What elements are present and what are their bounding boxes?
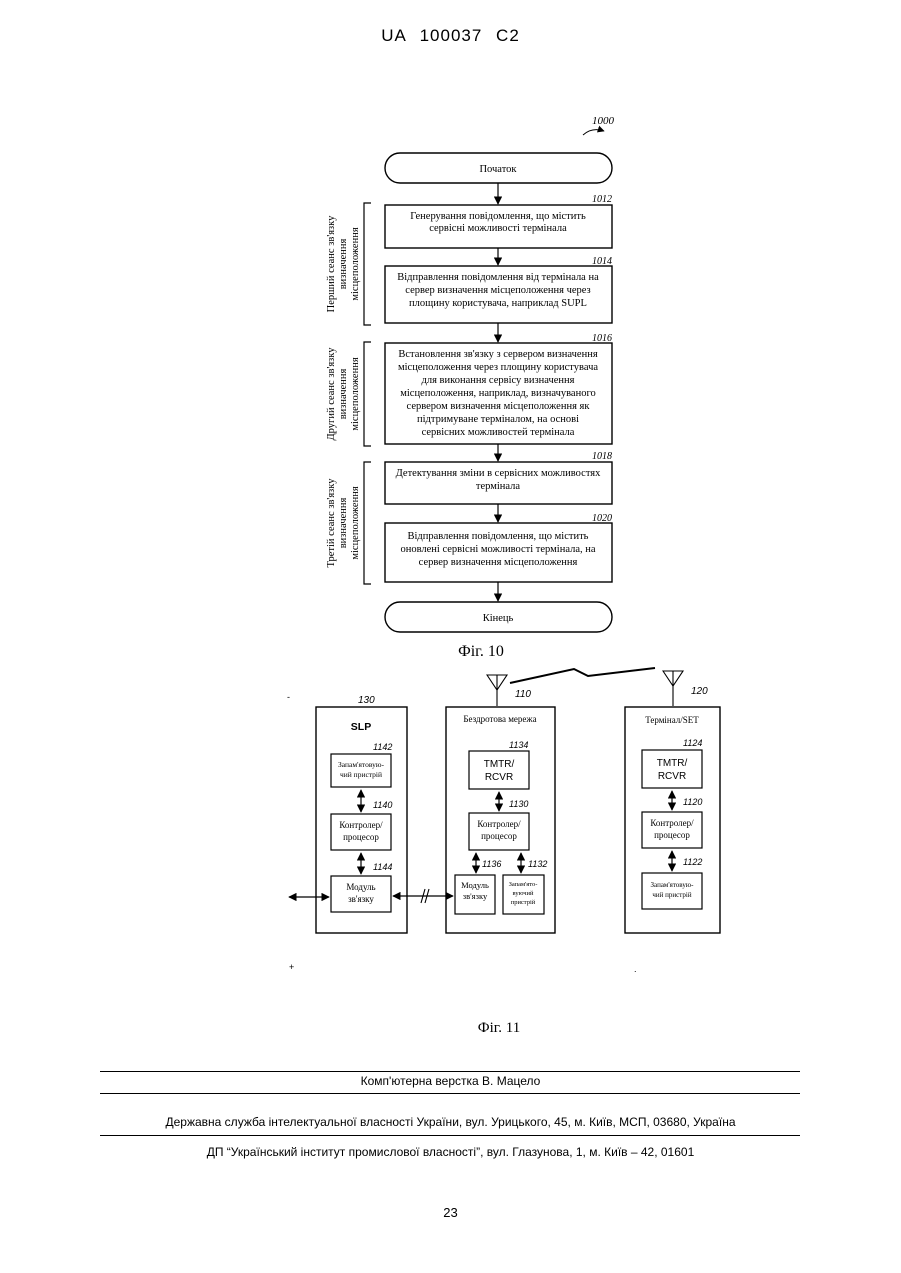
slp-controller-line-1: Контролер/ <box>339 820 383 830</box>
step-1014-line-2: сервер визначення місцеположення через <box>405 285 590 296</box>
network-memory-ref: 1132 <box>528 859 547 869</box>
figure-10: 1000 Початок 1012 Генерування повідомлен… <box>326 115 615 660</box>
terminal-memory-ref: 1122 <box>683 857 702 867</box>
footer-divider <box>100 1093 800 1094</box>
slp-comm-line-2: зв'язку <box>348 894 374 904</box>
step-1014-line-3: площину користувача, наприклад SUPL <box>409 298 587 309</box>
slp-memory-line-2: чий пристрій <box>340 770 382 779</box>
slp-comm-ref: 1144 <box>373 862 392 872</box>
network-memory-line-3: пристрій <box>511 899 536 906</box>
network-controller-line-1: Контролер/ <box>477 819 521 829</box>
fig10-ref-arrow <box>583 130 604 135</box>
terminal-tmtr-ref: 1124 <box>683 738 702 748</box>
terminal-controller-line-1: Контролер/ <box>650 818 694 828</box>
svg-text:визначення: визначення <box>338 369 349 420</box>
network-controller-ref: 1130 <box>509 799 528 809</box>
scan-mark: + <box>289 962 294 972</box>
svg-text:місцеположення: місцеположення <box>350 486 361 559</box>
terminal-title: Термінал/SET <box>645 715 699 725</box>
terminal-tmtr-line-1: TMTR/ <box>657 758 688 769</box>
session-1-label: Перший сеанс зв'язку визначення місцепол… <box>326 215 361 313</box>
scan-mark: - <box>287 692 290 702</box>
footer-divider <box>100 1135 800 1136</box>
step-1018-line-2: термінала <box>476 481 521 492</box>
step-1012-line-1: Генерування повідомлення, що містить <box>410 211 586 222</box>
terminal-memory-line-2: чий пристрій <box>652 891 691 899</box>
step-1020-line-3: сервер визначення місцеположення <box>419 557 578 568</box>
step-1016-line-6: підтримуване терміналом, на основі <box>417 414 579 425</box>
terminal-tmtr-box <box>642 750 702 788</box>
slp-title: SLP <box>351 721 371 733</box>
step-1016-line-7: сервісних можливостей термінала <box>422 427 575 438</box>
svg-text:Другий сеанс зв'язку: Другий сеанс зв'язку <box>326 347 337 441</box>
svg-text:визначення: визначення <box>338 498 349 549</box>
network-controller-line-2: процесор <box>481 831 517 841</box>
network-memory-line-2: вуючий <box>513 890 534 897</box>
slp-controller-line-2: процесор <box>343 832 379 842</box>
terminal-controller-ref: 1120 <box>683 797 702 807</box>
network-antenna-icon <box>487 675 507 706</box>
session-3-bracket <box>364 462 371 584</box>
session-2-bracket <box>364 342 371 446</box>
footer-agency: Державна служба інтелектуальної власност… <box>0 1115 901 1129</box>
terminal-controller-line-2: процесор <box>654 830 690 840</box>
step-1020-line-1: Відправлення повідомлення, що містить <box>408 531 589 542</box>
network-memory-line-1: Запам'ято- <box>509 881 538 888</box>
fig11-caption: Фіг. 11 <box>478 1020 520 1036</box>
end-label: Кінець <box>483 613 514 624</box>
terminal-tmtr-line-2: RCVR <box>658 771 686 782</box>
step-1018-line-1: Детектування зміни в сервісних можливост… <box>396 468 601 479</box>
page-number: 23 <box>0 1205 901 1220</box>
footer-composer: Комп'ютерна верстка В. Мацело <box>0 1074 901 1088</box>
step-1016-line-2: місцеположення через площину користувача <box>398 362 598 373</box>
svg-text:визначення: визначення <box>338 239 349 290</box>
svg-text:Третій сеанс зв'язку: Третій сеанс зв'язку <box>326 478 337 568</box>
network-tmtr-line-1: TMTR/ <box>484 759 515 770</box>
network-title: Бездротова мережа <box>463 714 536 724</box>
svg-text:місцеположення: місцеположення <box>350 357 361 430</box>
footer-institute: ДП “Український інститут промислової вла… <box>0 1145 901 1159</box>
step-1016-line-4: місцеположення, наприклад, визначуваного <box>400 388 596 399</box>
session-1-bracket <box>364 203 371 325</box>
slp-memory-ref: 1142 <box>373 742 392 752</box>
footer-divider <box>100 1071 800 1072</box>
network-comm-line-1: Модуль <box>461 880 489 890</box>
figure-11: - + . 130 SLP 1142 Запам'ятовую- чий при… <box>287 668 720 1036</box>
network-tmtr-box <box>469 751 529 789</box>
step-1012-line-2: сервісні можливості термінала <box>429 223 567 234</box>
slp-comm-line-1: Модуль <box>346 882 375 892</box>
step-1020-line-2: оновлені сервісні можливості термінала, … <box>400 544 595 555</box>
wireless-link <box>510 668 655 683</box>
step-1016-line-1: Встановлення зв'язку з сервером визначен… <box>398 349 597 360</box>
network-tmtr-ref: 1134 <box>509 740 528 750</box>
slp-controller-ref: 1140 <box>373 800 392 810</box>
step-ref-1012: 1012 <box>592 194 612 205</box>
session-2-label: Другий сеанс зв'язку визначення місцепол… <box>326 347 361 441</box>
network-comm-ref: 1136 <box>482 859 501 869</box>
network-ref: 110 <box>515 689 531 700</box>
step-1016-line-5: сервером визначення місцеположення як <box>407 401 591 412</box>
scan-mark: . <box>634 964 637 974</box>
step-1014-line-1: Відправлення повідомлення від термінала … <box>397 272 599 283</box>
step-ref-1018: 1018 <box>592 451 612 462</box>
svg-text:Перший сеанс зв'язку: Перший сеанс зв'язку <box>326 215 337 313</box>
terminal-ref: 120 <box>691 686 708 697</box>
session-3-label: Третій сеанс зв'язку визначення місцепол… <box>326 478 361 568</box>
terminal-memory-line-1: Запам'ятовую- <box>651 881 695 889</box>
svg-text:місцеположення: місцеположення <box>350 227 361 300</box>
step-1016-line-3: для виконання сервісу визначення <box>422 375 575 386</box>
network-tmtr-line-2: RCVR <box>485 772 513 783</box>
start-label: Початок <box>479 164 517 175</box>
network-comm-line-2: зв'язку <box>463 891 488 901</box>
slp-ref: 130 <box>358 695 375 706</box>
terminal-antenna-icon <box>663 671 683 706</box>
slp-memory-line-1: Запам'ятовую- <box>338 760 384 769</box>
fig10-ref: 1000 <box>592 115 615 127</box>
fig10-caption: Фіг. 10 <box>458 643 504 660</box>
